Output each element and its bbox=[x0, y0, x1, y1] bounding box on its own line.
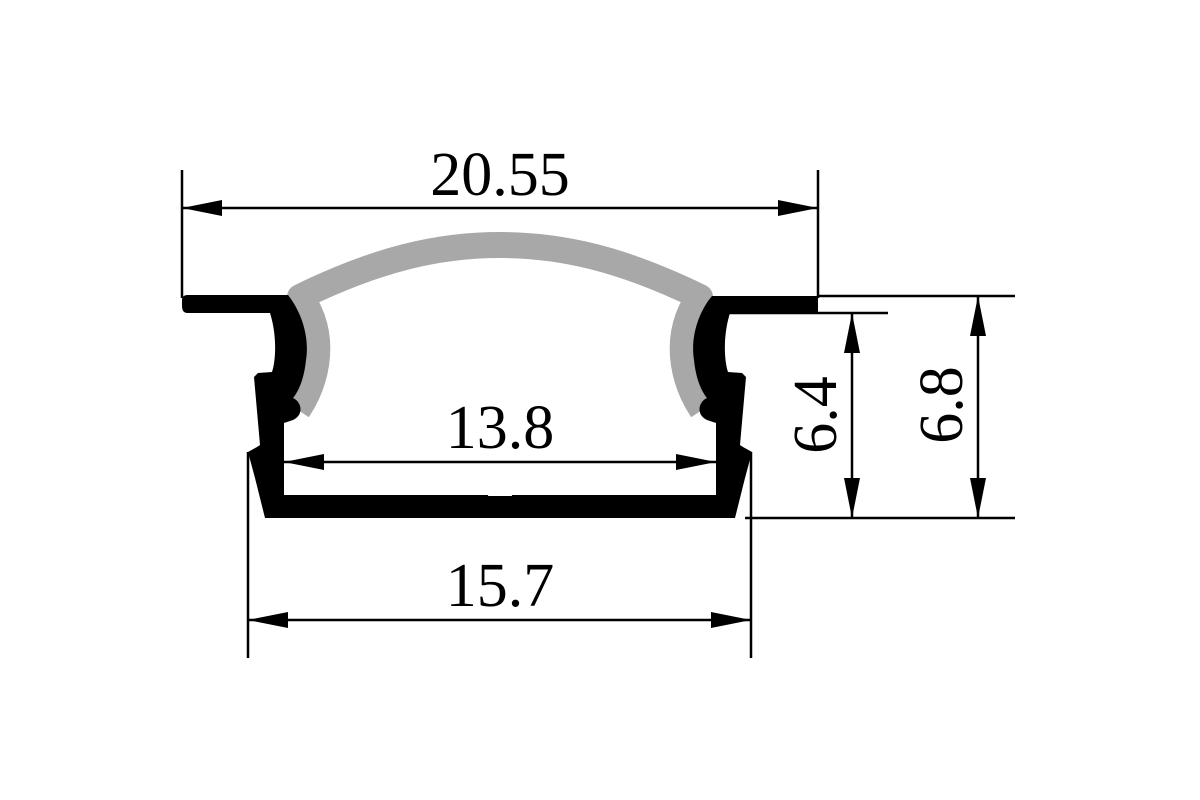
diffuser-cover bbox=[286, 232, 714, 418]
dimension-label-top-width: 20.55 bbox=[430, 141, 570, 209]
dimension-label-inner-width: 13.8 bbox=[446, 394, 555, 462]
dimension-label-bottom-width: 15.7 bbox=[446, 552, 555, 620]
profile-right-wall bbox=[500, 296, 818, 518]
dimension-label-inner-height: 6.4 bbox=[782, 376, 850, 454]
dimension-label-total-height: 6.8 bbox=[908, 366, 976, 444]
center-groove bbox=[488, 487, 512, 496]
profile-left-wall bbox=[182, 295, 500, 518]
